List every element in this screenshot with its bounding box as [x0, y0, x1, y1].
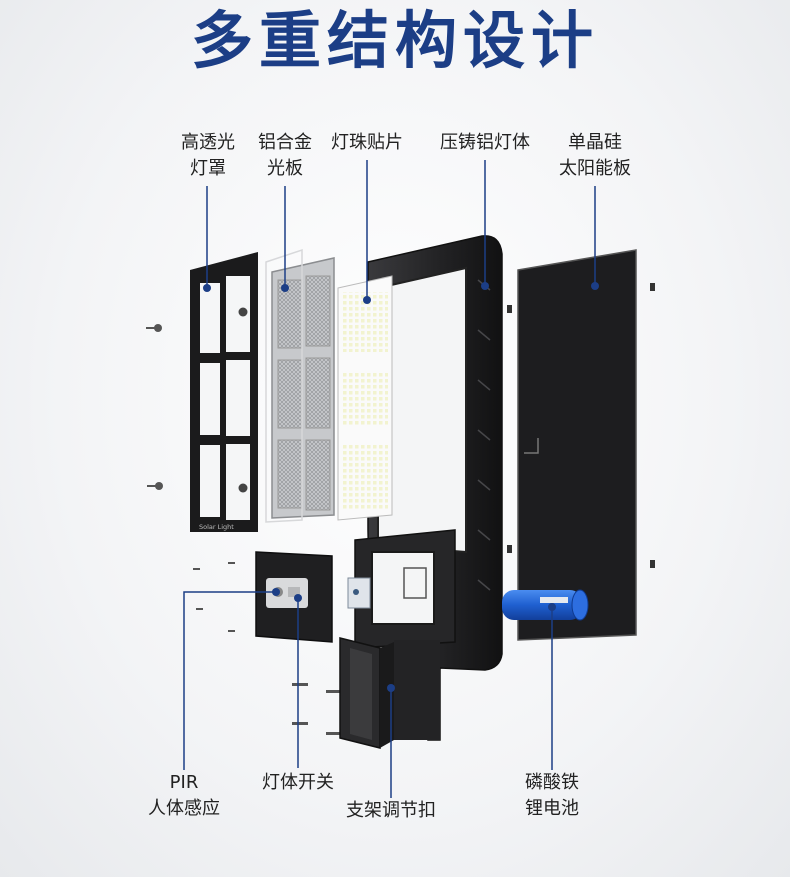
battery [502, 589, 589, 621]
solar-panel [507, 249, 655, 641]
label-battery: 磷酸铁锂电池 [525, 772, 579, 819]
label-solar-panel: 单晶硅太阳能板 [559, 132, 631, 179]
label-aluminum-board: 铝合金光板 [258, 132, 312, 179]
led-chip-board [337, 275, 393, 521]
label-bracket-clip: 支架调节扣 [346, 800, 436, 821]
label-die-cast-body: 压铸铝灯体 [440, 132, 530, 153]
control-box [255, 551, 371, 643]
leader-lines [183, 160, 596, 798]
die-cast-body [354, 235, 503, 741]
label-led-chip: 灯珠贴片 [331, 132, 403, 153]
aluminum-optical-board [265, 248, 335, 523]
lamp-cover: Solar Light [190, 252, 258, 532]
label-lamp-cover: 高透光灯罩 [181, 132, 235, 179]
page-title: 多重结构设计 [190, 4, 599, 77]
screws [146, 324, 342, 735]
leader-dots [203, 282, 599, 692]
bracket-clip [339, 637, 440, 749]
label-lamp-switch: 灯体开关 [262, 772, 334, 793]
cover-brand-text: Solar Light [199, 523, 234, 531]
